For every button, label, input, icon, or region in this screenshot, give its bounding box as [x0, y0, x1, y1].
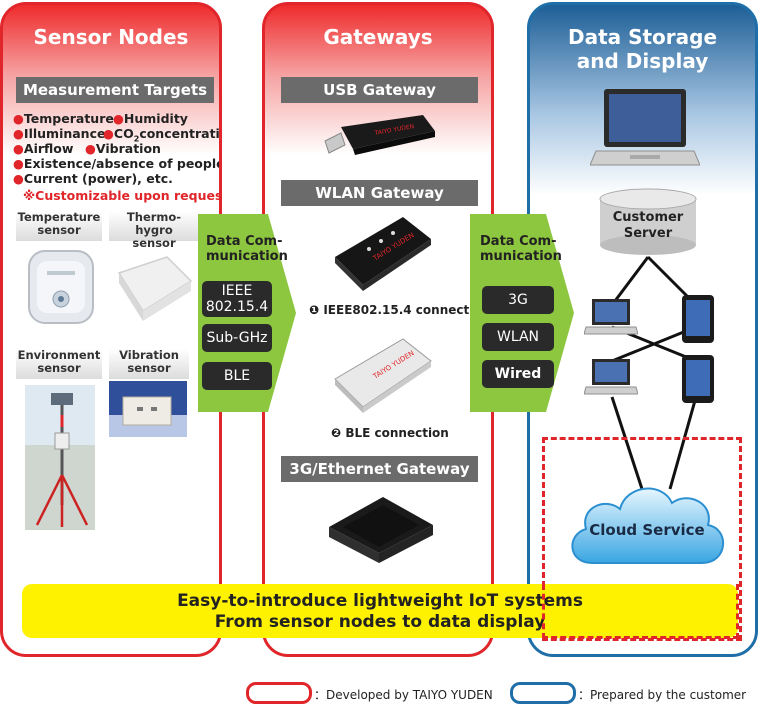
- customer-server-label: Customer Server: [612, 210, 684, 241]
- pill-wired: Wired: [482, 360, 554, 388]
- target-illuminance: Illuminance: [23, 126, 106, 141]
- ble-gateway-image: TAIYO YUDEN: [331, 335, 435, 415]
- customer-server-image: [596, 187, 700, 257]
- temperature-sensor-image: [25, 247, 97, 327]
- pill-sub-ghz: Sub-GHz: [202, 324, 272, 352]
- environment-sensor-label: Environment sensor: [16, 349, 102, 379]
- gateways-panel: Gateways USB Gateway TAIYO YUDEN WLAN Ga…: [262, 2, 494, 657]
- wlan-gateway-heading: WLAN Gateway: [281, 180, 478, 206]
- legend-prepared-text: ：Prepared by the customer: [578, 688, 747, 702]
- target-humidity: Humidity: [123, 111, 188, 126]
- target-vibration: Vibration: [95, 141, 161, 156]
- left-comm-title: Data Com- munication: [206, 234, 288, 264]
- cloud-dashed-box: [542, 437, 742, 641]
- sensor-nodes-title: Sensor Nodes: [33, 25, 189, 49]
- usb-gateway-heading: USB Gateway: [281, 77, 478, 103]
- target-co2: CO: [113, 126, 134, 141]
- pill-wlan: WLAN: [482, 323, 554, 351]
- vibration-sensor-image: [109, 381, 187, 437]
- target-co2-subscript: 2: [133, 134, 140, 144]
- sensor-nodes-panel: Sensor Nodes Measurement Targets ●Temper…: [0, 2, 222, 657]
- measurement-targets-heading: Measurement Targets: [16, 77, 214, 103]
- ethernet-gateway-image: [325, 491, 437, 567]
- gateways-title: Gateways: [323, 25, 433, 49]
- banner-line-1: Easy-to-introduce lightweight IoT system…: [177, 591, 583, 611]
- target-temperature: Temperature: [23, 111, 114, 126]
- data-storage-title: Data Storage and Display: [567, 25, 718, 73]
- thermo-hygro-sensor-image: [109, 251, 195, 325]
- vibration-sensor-label: Vibration sensor: [109, 349, 189, 379]
- ieee-connection-caption: ❶ IEEE802.15.4 connection: [309, 303, 491, 317]
- legend-blue-box: [510, 682, 576, 704]
- ble-connection-caption: ❷ BLE connection: [331, 426, 449, 440]
- right-comm-title: Data Com- munication: [480, 234, 562, 264]
- cloud-service-image: [562, 471, 732, 581]
- pill-ieee: IEEE 802.15.4: [202, 281, 272, 317]
- summary-banner: Easy-to-introduce lightweight IoT system…: [22, 584, 738, 638]
- customizable-note: ※Customizable upon request: [23, 188, 222, 203]
- target-current: Current (power), etc.: [23, 171, 173, 186]
- laptop-small-top: [583, 297, 639, 337]
- banner-line-2: From sensor nodes to data display: [214, 612, 546, 632]
- laptop-image: [589, 85, 701, 175]
- temperature-sensor-label: Temperature sensor: [16, 211, 102, 241]
- thermo-hygro-sensor-label: Thermo-hygro sensor: [109, 211, 199, 250]
- measurement-targets-list: ●Temperature ●Humidity ●Illuminance ●CO2…: [13, 111, 222, 193]
- wlan-gateway-image: TAIYO YUDEN: [331, 213, 435, 293]
- environment-sensor-image: [25, 385, 95, 530]
- cloud-service-label: Cloud Service: [589, 521, 705, 539]
- tablet-bottom: [680, 353, 716, 405]
- cloud-dashed-box-overlay: [542, 584, 739, 639]
- tablet-top: [680, 293, 716, 345]
- usb-gateway-image: TAIYO YUDEN: [319, 115, 439, 161]
- laptop-small-bottom: [583, 357, 639, 397]
- ethernet-gateway-heading: 3G/Ethernet Gateway: [281, 456, 478, 482]
- target-concentration: concentration: [139, 126, 220, 141]
- pill-ble: BLE: [202, 362, 272, 390]
- target-people: Existence/absence of people: [23, 156, 222, 171]
- pill-3g: 3G: [482, 286, 554, 314]
- legend-red-box: [246, 682, 312, 704]
- legend-developed-text: ：Developed by TAIYO YUDEN: [314, 688, 493, 702]
- target-airflow: Airflow: [23, 141, 74, 156]
